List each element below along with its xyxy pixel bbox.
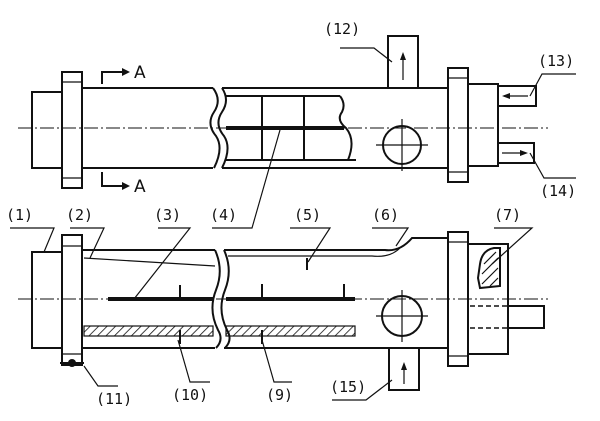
top-left-flange xyxy=(61,71,83,189)
arrow-left-icon xyxy=(502,93,510,99)
label-4: (4) xyxy=(210,206,237,224)
section-marks xyxy=(101,68,130,190)
label-13: (13) xyxy=(538,52,574,70)
top-shell-left xyxy=(82,87,213,169)
pipe-14 xyxy=(497,142,535,164)
label-11: (11) xyxy=(96,390,132,408)
hatched-plate-right xyxy=(225,325,356,337)
label-6: (6) xyxy=(372,206,399,224)
top-break-right xyxy=(217,87,229,169)
section-label-top: A xyxy=(134,63,146,83)
top-break-left xyxy=(209,87,221,169)
section-label-bottom: A xyxy=(134,177,146,197)
bottom-shell-right-top xyxy=(224,237,448,252)
bottom-shell-left xyxy=(82,249,215,349)
label-15: (15) xyxy=(330,378,366,396)
label-3: (3) xyxy=(154,206,181,224)
label-5: (5) xyxy=(294,206,321,224)
arrow-right-icon xyxy=(520,150,528,156)
label-2: (2) xyxy=(66,206,93,224)
label-10: (10) xyxy=(172,386,208,404)
hatched-plate-left xyxy=(83,325,214,337)
bottom-inner-line-left xyxy=(83,257,216,267)
bottom-break-right xyxy=(220,249,231,349)
bottom-view xyxy=(18,231,548,391)
label-7: (7) xyxy=(494,206,521,224)
leader-lines xyxy=(10,47,576,401)
callout-labels: (1) (2) (3) (4) (5) (6) (7) (9) (10) (11… xyxy=(6,20,576,408)
top-right-flange xyxy=(447,67,469,183)
label-12: (12) xyxy=(324,20,360,38)
label-1: (1) xyxy=(6,206,33,224)
pipe-13 xyxy=(497,85,537,107)
bottom-inner-line-right xyxy=(228,247,401,257)
top-view xyxy=(18,35,548,190)
bottom-left-flange xyxy=(61,234,83,366)
label-14: (14) xyxy=(540,182,576,200)
label-9: (9) xyxy=(266,386,293,404)
top-channel xyxy=(467,83,499,167)
bottom-break-left xyxy=(211,249,222,349)
bottom-outlet-pipe xyxy=(507,305,545,329)
pass-partition-7 xyxy=(476,247,501,290)
top-left-cap xyxy=(31,91,67,169)
